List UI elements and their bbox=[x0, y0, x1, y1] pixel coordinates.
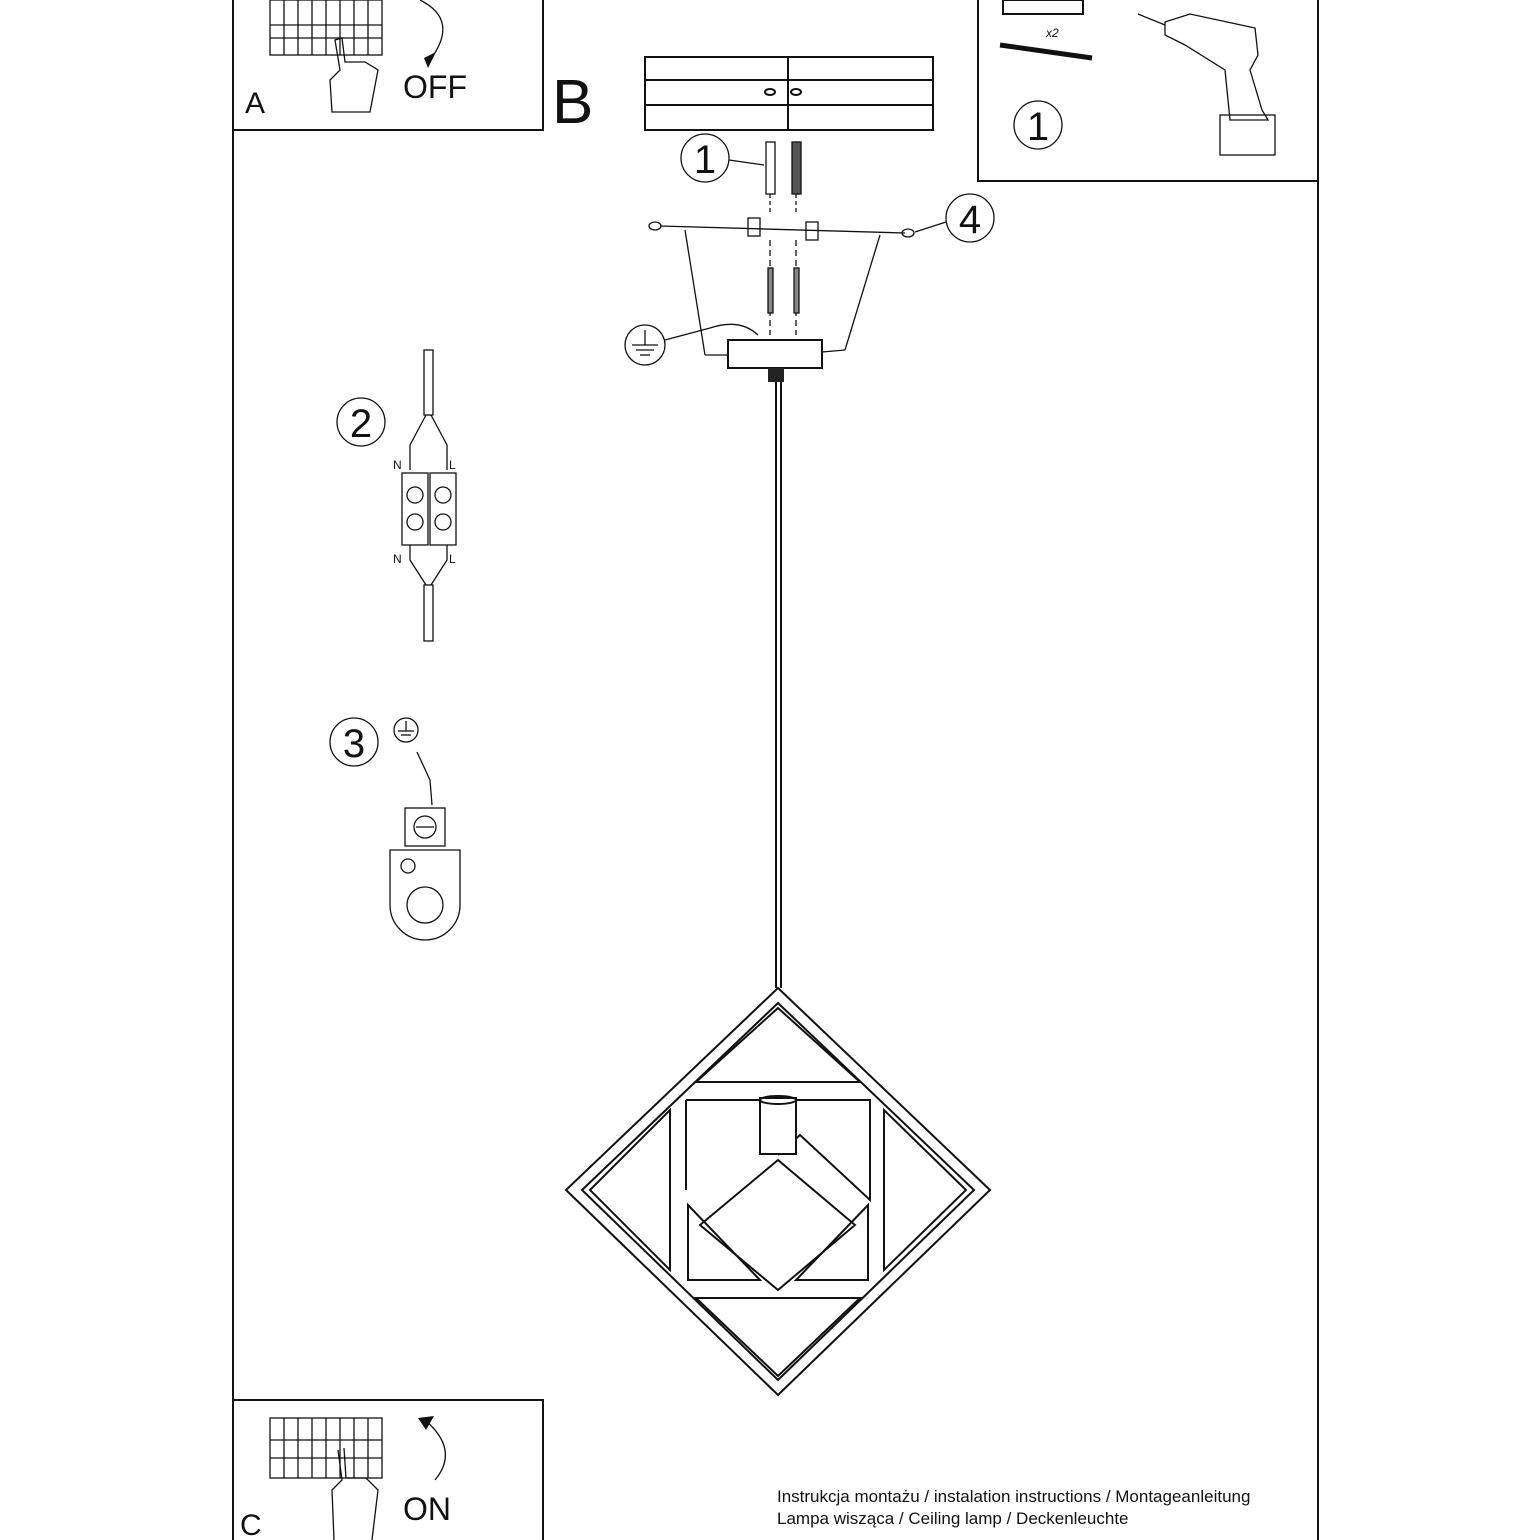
footer-subtitle: Lampa wisząca / Ceiling lamp / Deckenleu… bbox=[777, 1509, 1129, 1528]
parts-panel: x2 1 bbox=[977, 0, 1318, 182]
hand-icon bbox=[331, 1447, 379, 1540]
cord-grip bbox=[768, 368, 784, 382]
drill-icon bbox=[1137, 13, 1276, 156]
step-c-label: C bbox=[240, 1509, 262, 1540]
wall-plugs bbox=[765, 141, 802, 215]
callout-1: 1 bbox=[694, 138, 716, 182]
callout-2: 2 bbox=[350, 402, 372, 446]
callout-3: 3 bbox=[343, 722, 365, 766]
quantity-label: x2 bbox=[1045, 26, 1059, 40]
live-label-top: L bbox=[449, 458, 456, 472]
parts-step-number: 1 bbox=[1027, 105, 1049, 149]
callout-4: 4 bbox=[959, 198, 981, 242]
callout-4-circle bbox=[945, 193, 995, 243]
breaker-panel-icon bbox=[269, 0, 383, 56]
side-screw-left bbox=[648, 221, 662, 231]
wall-plug-icon bbox=[1002, 0, 1084, 15]
canopy bbox=[727, 339, 823, 369]
neutral-label-bottom: N bbox=[393, 552, 402, 566]
footer-title: Instrukcja montażu / instalation instruc… bbox=[777, 1487, 1250, 1506]
live-label-bottom: L bbox=[449, 552, 456, 566]
mounting-bracket bbox=[648, 217, 915, 356]
side-screw-right bbox=[901, 228, 915, 238]
step-c-panel: C ON bbox=[233, 1399, 544, 1540]
breaker-panel-icon bbox=[269, 1417, 383, 1479]
ground-wire bbox=[664, 323, 759, 341]
arrow-head bbox=[424, 52, 436, 68]
off-label: OFF bbox=[403, 69, 467, 105]
arrow-down-icon bbox=[419, 0, 444, 61]
ceiling-plate bbox=[644, 56, 934, 131]
callout-3-circle bbox=[329, 717, 379, 767]
step-a-label: A bbox=[245, 87, 265, 120]
on-label: ON bbox=[403, 1491, 451, 1527]
callout-2-circle bbox=[336, 397, 386, 447]
callout-1-circle bbox=[680, 133, 730, 183]
step-a-panel: A OFF bbox=[233, 0, 544, 131]
pendant-lamp-shade bbox=[564, 986, 992, 1397]
step-1-circle bbox=[1013, 100, 1063, 150]
step-b-label: B bbox=[552, 68, 593, 137]
arrow-up-icon bbox=[424, 1419, 447, 1481]
screw-icon bbox=[999, 42, 1093, 61]
ground-icon-small bbox=[393, 717, 419, 743]
ground-icon bbox=[624, 324, 666, 366]
neutral-label-top: N bbox=[393, 458, 402, 472]
hand-icon bbox=[329, 37, 379, 113]
terminal-block-diagram bbox=[401, 349, 457, 642]
ground-terminal bbox=[389, 807, 461, 941]
